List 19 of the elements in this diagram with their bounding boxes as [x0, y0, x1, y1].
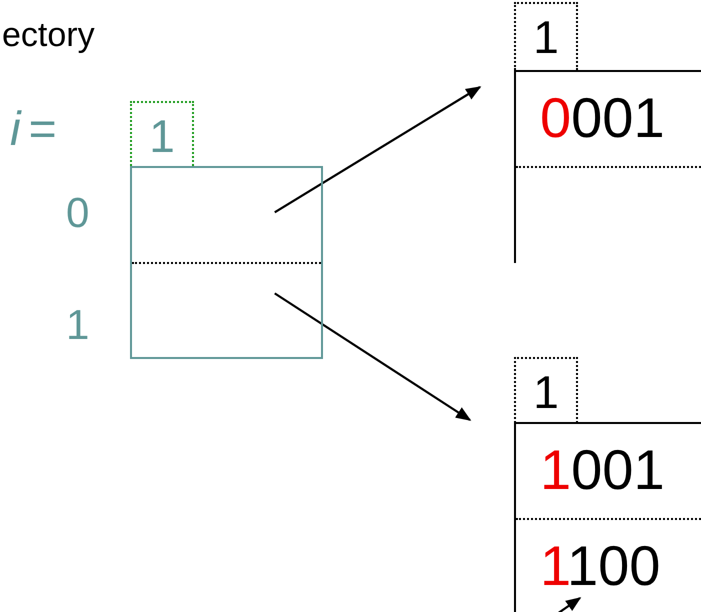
- slot-index: 0: [66, 192, 90, 234]
- hash-key: 0001: [540, 90, 665, 146]
- local-depth-tag: [514, 2, 578, 70]
- title-fragment: ectory: [2, 18, 95, 52]
- slot-index: 1: [66, 304, 90, 346]
- directory-table: [130, 166, 323, 359]
- bucket-table: [514, 70, 701, 263]
- arrow: [556, 597, 582, 612]
- local-depth-tag: [514, 357, 578, 423]
- depth-value: 1: [533, 14, 559, 60]
- global-depth-tag: [130, 101, 194, 166]
- arrow: [274, 86, 482, 214]
- bucket-table: [514, 422, 701, 612]
- hash-key: 1001: [540, 442, 665, 498]
- depth-value: 1: [149, 113, 175, 159]
- global-depth-label: i =: [10, 106, 57, 154]
- depth-value: 1: [533, 369, 559, 415]
- hash-key: 1100: [540, 538, 660, 594]
- arrow: [274, 292, 472, 421]
